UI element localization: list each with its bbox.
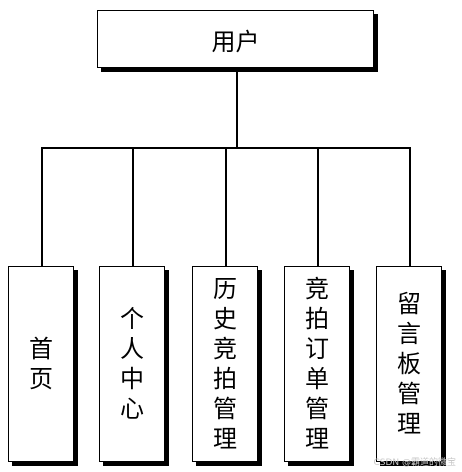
node-history-auction-management: 历史竞拍管理 xyxy=(192,266,258,462)
node-message-board-management: 留言板管理 xyxy=(376,266,442,462)
watermark: CSDN @霸道的微宝 xyxy=(373,458,456,468)
connector-child-3 xyxy=(225,147,227,266)
node-home: 首页 xyxy=(8,266,74,462)
node-personal-center-label: 个人中心 xyxy=(120,305,144,423)
connector-child-1 xyxy=(41,147,43,266)
node-root-user: 用户 xyxy=(97,10,374,68)
node-auction-order-management: 竞拍订单管理 xyxy=(284,266,350,462)
connector-child-2 xyxy=(132,147,134,266)
node-home-label: 首页 xyxy=(29,335,53,393)
connector-child-5 xyxy=(409,147,411,266)
connector-root-stem xyxy=(236,68,238,148)
node-history-auction-management-label: 历史竞拍管理 xyxy=(213,275,237,453)
node-message-board-management-label: 留言板管理 xyxy=(397,290,421,438)
node-auction-order-management-label: 竞拍订单管理 xyxy=(305,275,329,453)
node-root-label: 用户 xyxy=(211,27,260,56)
connector-child-4 xyxy=(317,147,319,266)
node-personal-center: 个人中心 xyxy=(99,266,165,462)
